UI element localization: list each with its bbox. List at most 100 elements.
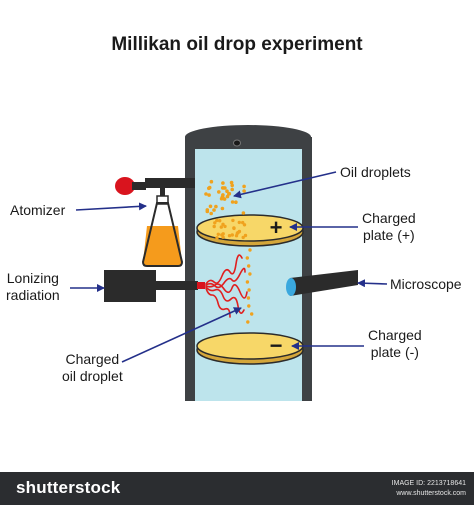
radiation-source — [104, 270, 205, 302]
label-atomizer-text: Atomizer — [10, 202, 66, 218]
footer-image-id: IMAGE ID: 2213718641 — [391, 480, 466, 487]
arrow-microscope — [357, 279, 388, 288]
oil-droplet — [215, 236, 219, 240]
arrow-atomizer — [75, 202, 147, 211]
arrow-charged-oil-droplet — [121, 307, 242, 363]
stock-footer-bar: shutterstock IMAGE ID: 2213718641 www.sh… — [0, 472, 474, 505]
label-charged-plate-positive-line1: Charged — [362, 210, 416, 226]
oil-droplet — [229, 180, 234, 185]
atomizer-flask — [141, 202, 184, 267]
oil-droplet — [212, 208, 216, 212]
label-atomizer: Atomizer — [10, 202, 65, 219]
oil-droplet — [243, 233, 248, 238]
oil-droplet — [230, 200, 235, 204]
microscope-body — [290, 270, 358, 296]
oil-droplet — [246, 296, 251, 300]
oil-droplet — [215, 218, 219, 223]
oil-droplet — [227, 191, 232, 196]
label-charged-oil-droplet-line1: Charged — [65, 351, 120, 367]
oil-droplet — [225, 194, 230, 199]
positive-plate: + — [196, 214, 304, 247]
oil-droplet — [221, 193, 225, 197]
label-ionizing-line1: Lonizing — [6, 270, 59, 286]
radiation-ray — [205, 287, 231, 318]
oil-droplet — [241, 220, 245, 225]
oil-droplet — [207, 185, 212, 190]
label-charged-oil-droplet-line2: oil droplet — [62, 368, 123, 384]
chamber-top-band — [185, 137, 312, 149]
label-charged-plate-positive-line2: plate (+) — [362, 227, 415, 243]
footer-brand-logo: shutterstock — [16, 478, 121, 497]
chamber-right-wall — [302, 137, 312, 401]
oil-droplet — [222, 186, 226, 190]
oil-droplet — [234, 234, 239, 238]
oil-droplet — [230, 183, 234, 188]
oil-droplet — [241, 235, 245, 240]
radiation-emitter-tube — [155, 281, 198, 290]
atomizer — [115, 177, 195, 267]
negative-plate-top — [196, 332, 304, 360]
oil-droplet — [234, 200, 238, 204]
oil-droplet — [247, 288, 251, 292]
oil-droplet — [219, 225, 223, 229]
oil-droplet — [216, 232, 220, 236]
pointer-arrows — [70, 171, 388, 363]
oil-droplet — [207, 193, 211, 197]
positive-plate-top — [196, 214, 304, 242]
label-microscope-text: Microscope — [390, 276, 462, 292]
oil-droplets-cloud — [204, 179, 254, 324]
oil-droplet — [218, 219, 222, 223]
oil-droplet — [223, 224, 227, 229]
radiation-ray — [205, 283, 248, 299]
arrow-oil-droplets — [233, 171, 337, 199]
oil-droplet — [231, 218, 235, 223]
oil-droplet — [227, 234, 232, 238]
label-charged-plate-negative: Charged plate (-) — [368, 327, 422, 361]
oil-droplet — [247, 304, 251, 308]
atomizer-liquid — [143, 226, 182, 266]
oil-droplet — [230, 233, 234, 237]
chamber-top-hole — [233, 139, 241, 147]
oil-droplet — [220, 233, 224, 237]
radiation-emitter-box — [104, 270, 156, 302]
atomizer-stem — [160, 187, 165, 199]
oil-droplet — [217, 190, 221, 194]
microscope — [286, 270, 358, 296]
oil-droplet — [237, 220, 241, 225]
oil-droplet — [245, 256, 249, 260]
oil-droplet — [241, 211, 246, 215]
label-ionizing-line2: radiation — [6, 287, 60, 303]
positive-plate-sign: + — [270, 215, 283, 240]
oil-droplet — [221, 181, 225, 185]
label-charged-plate-positive: Charged plate (+) — [362, 210, 416, 244]
label-charged-plate-negative-line2: plate (-) — [370, 344, 419, 360]
oil-droplet — [242, 184, 246, 189]
label-charged-plate-negative-line1: Charged — [368, 327, 422, 343]
oil-droplet — [232, 226, 236, 231]
oil-droplet — [236, 230, 240, 235]
oil-droplet — [209, 179, 214, 184]
label-charged-oil-droplet: Charged oil droplet — [62, 351, 123, 385]
negative-plate: − — [196, 332, 304, 365]
radiation-ray — [205, 254, 243, 285]
oil-droplet — [204, 192, 208, 196]
oil-droplet — [225, 189, 229, 193]
label-ionizing-radiation: Lonizing radiation — [6, 270, 60, 304]
oil-droplet — [242, 189, 246, 193]
oil-droplet — [248, 248, 252, 252]
label-microscope: Microscope — [390, 276, 462, 293]
chamber-left-wall — [185, 137, 195, 401]
oil-droplet — [246, 320, 250, 324]
radiation-emitter-tip — [197, 282, 205, 289]
atomizer-bulb-neck — [132, 182, 146, 190]
oil-droplet — [212, 224, 216, 229]
microscope-lens — [286, 278, 296, 296]
oil-droplet — [213, 221, 217, 225]
oil-droplet — [220, 206, 225, 211]
label-oil-droplets: Oil droplets — [340, 164, 411, 181]
negative-plate-sign: − — [270, 333, 283, 358]
oil-droplet — [205, 209, 210, 214]
label-oil-droplets-text: Oil droplets — [340, 164, 411, 180]
oil-droplet — [245, 280, 250, 284]
